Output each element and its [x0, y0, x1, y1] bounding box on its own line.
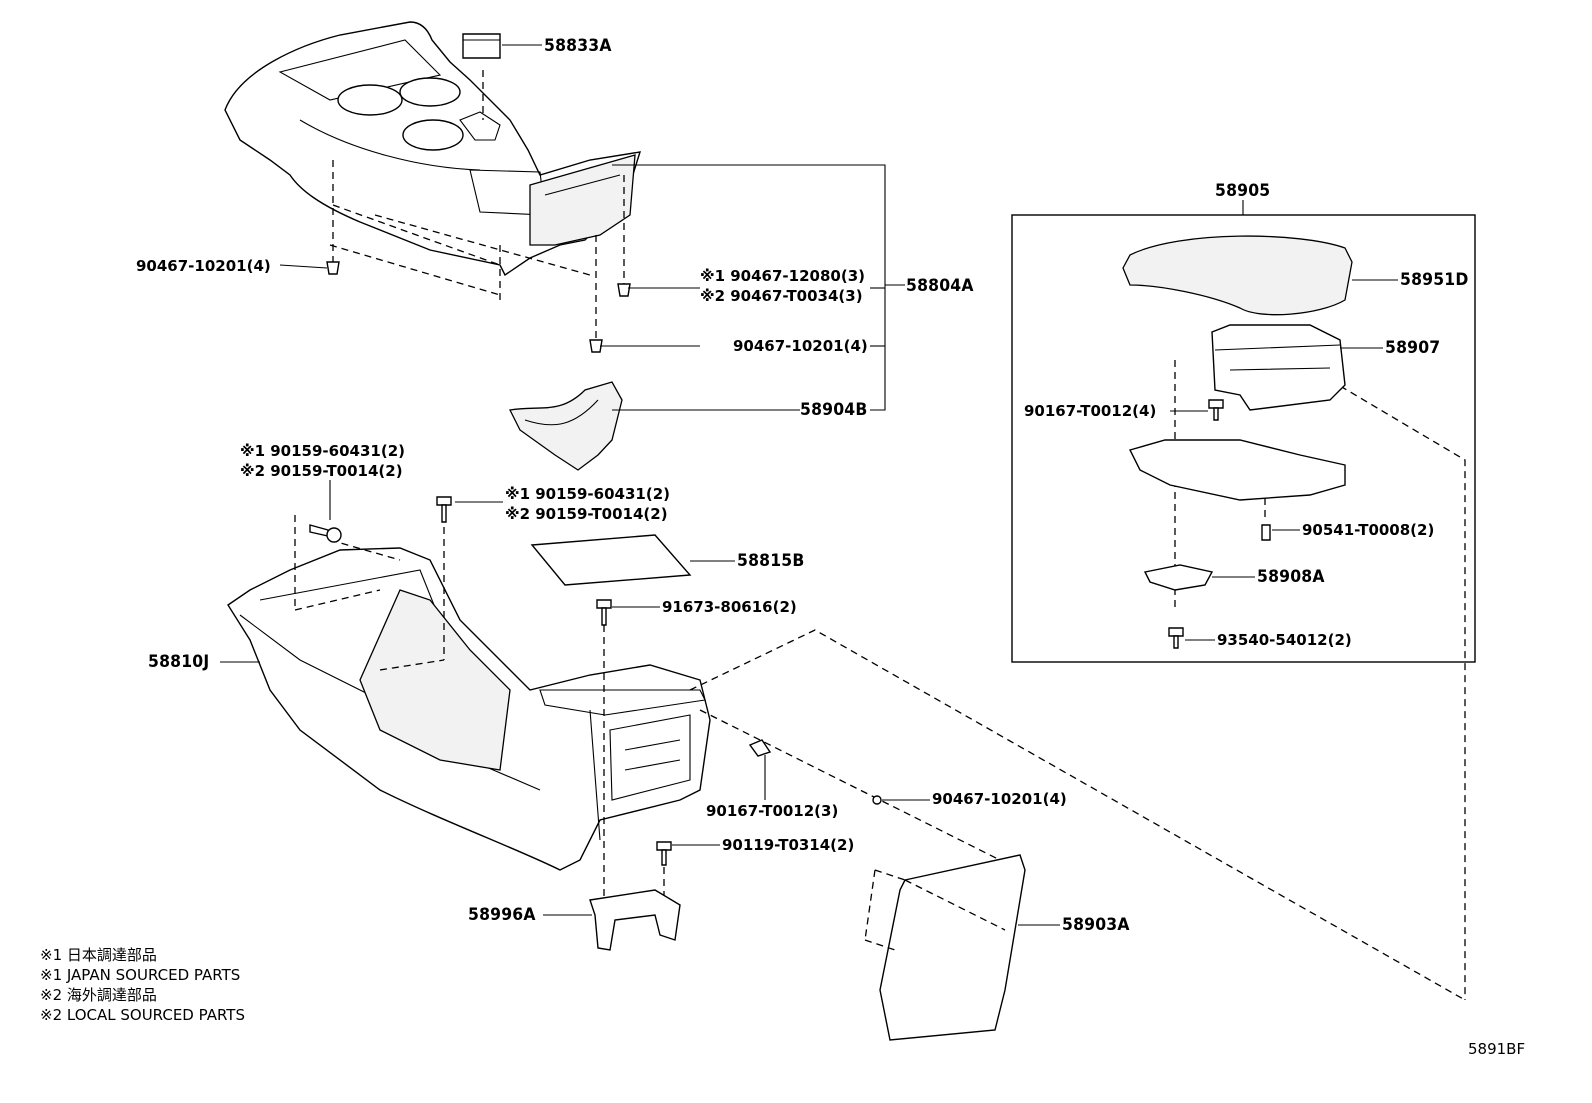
label-90167-T0012-b: 90167-T0012(4): [1024, 402, 1157, 420]
label-93540-54012: 93540-54012(2): [1217, 631, 1352, 649]
label-90159-T0014-a: ※2 90159-T0014(2): [240, 462, 403, 480]
label-90159-T0014-b: ※2 90159-T0014(2): [505, 505, 668, 523]
leader-lines: [220, 44, 1398, 926]
part-58907-shape: [1211, 324, 1346, 411]
legend: ※1 日本調達部品 ※1 JAPAN SOURCED PARTS ※2 海外調達…: [40, 945, 245, 1025]
label-90467-T0034: ※2 90467-T0034(3): [700, 287, 863, 305]
part-58833A-shape: [462, 33, 501, 59]
label-58907: 58907: [1385, 338, 1441, 358]
label-58815B: 58815B: [737, 551, 805, 571]
part-58904B-shape: [509, 381, 623, 471]
legend-line-2: ※1 JAPAN SOURCED PARTS: [40, 966, 241, 984]
label-90467-10201-a: 90467-10201(4): [136, 257, 271, 275]
label-91673-80616: 91673-80616(2): [662, 598, 797, 616]
label-58908A: 58908A: [1257, 567, 1325, 587]
label-90467-12080: ※1 90467-12080(3): [700, 267, 865, 285]
label-58996A: 58996A: [468, 905, 536, 925]
part-58815B-shape: [530, 534, 692, 586]
armrest-base-shape: [1128, 439, 1346, 501]
label-58905: 58905: [1215, 181, 1271, 201]
legend-line-3: ※2 海外調達部品: [40, 986, 157, 1004]
label-58951D: 58951D: [1400, 270, 1469, 290]
part-58908A-shape: [1143, 564, 1214, 591]
part-58903A-shape: [879, 854, 1026, 1041]
part-58996A-shape: [589, 889, 681, 951]
lower-console: [227, 547, 711, 871]
label-90467-10201-c: 90467-10201(4): [932, 790, 1067, 808]
label-90119-T0314: 90119-T0314(2): [722, 836, 855, 854]
label-58810J: 58810J: [148, 652, 210, 672]
label-90541-T0008: 90541-T0008(2): [1302, 521, 1435, 539]
label-58903A: 58903A: [1062, 915, 1130, 935]
label-58804A: 58804A: [906, 276, 974, 296]
legend-line-4: ※2 LOCAL SOURCED PARTS: [40, 1006, 245, 1024]
bolts: [309, 399, 1271, 866]
part-58951D-shape: [1122, 235, 1353, 316]
diagram-code: 5891BF: [1468, 1040, 1526, 1058]
upper-console-panel: [224, 21, 642, 277]
label-90159-60431-b: ※1 90159-60431(2): [505, 485, 670, 503]
label-58833A: 58833A: [544, 36, 612, 56]
label-58904B: 58904B: [800, 400, 868, 420]
label-90167-T0012-a: 90167-T0012(3): [706, 802, 839, 820]
label-90467-10201-b: 90467-10201(4): [733, 337, 868, 355]
label-90159-60431-a: ※1 90159-60431(2): [240, 442, 405, 460]
legend-line-1: ※1 日本調達部品: [40, 946, 157, 964]
